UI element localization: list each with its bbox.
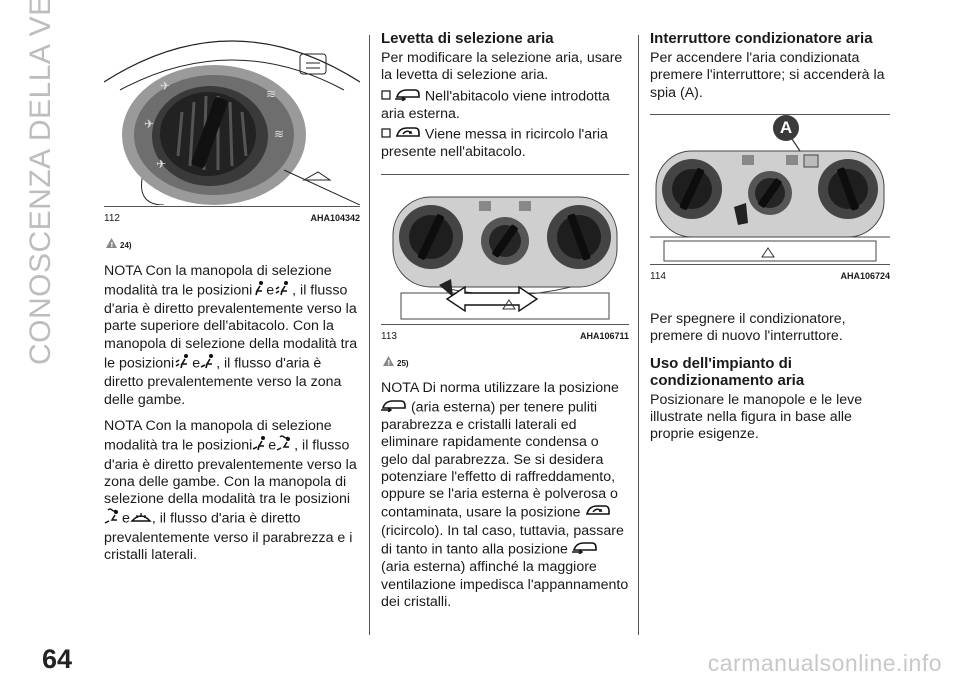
svg-text:✈: ✈ — [144, 117, 154, 131]
bullet-square-icon — [381, 88, 391, 105]
column-2: Levetta di selezione aria Per modificare… — [381, 30, 629, 620]
figure-number: 113 — [381, 330, 397, 342]
page-number: 64 — [42, 644, 73, 674]
paragraph-intro: Per modificare la selezione aria, usare … — [381, 50, 623, 84]
mode-face-icon — [252, 280, 266, 301]
figure-114: A 114 AHA106724 — [650, 113, 890, 285]
list-item-recirculation: Viene messa in ricircolo l'aria presente… — [381, 125, 608, 161]
paragraph-nota: NOTA Di norma utilizzare la posizione (a… — [381, 380, 629, 610]
air-lever-illustration — [381, 174, 629, 323]
column-1: ✈ ✈ ✈ ≋ ≋ 112 AHA104342 ! 24) NOTA Con la ma… — [104, 30, 360, 573]
warning-icon: ! — [106, 237, 117, 254]
column-divider-1 — [369, 35, 370, 635]
paragraph-ac-on: Per accendere l'aria condizionata premer… — [650, 50, 885, 101]
figure-code: AHA106724 — [840, 270, 890, 281]
warning-icon: ! — [383, 355, 394, 372]
list-item-fresh-air: Nell'abitacolo viene introdotta aria est… — [381, 87, 610, 122]
fresh-air-icon — [381, 398, 407, 417]
svg-text:≋: ≋ — [274, 127, 284, 141]
figure-112: ✈ ✈ ✈ ≋ ≋ 112 AHA104342 — [104, 30, 360, 227]
mode-feet-defrost-icon — [104, 508, 122, 529]
paragraph-ac-usage: Posizionare le manopole e le leve illust… — [650, 391, 863, 443]
mode-feet-icon — [200, 353, 216, 374]
side-section-title: CONOSCENZA DELLA VETTURA — [24, 0, 57, 365]
note-reference: ! 24) — [106, 237, 360, 254]
column-3: Interruttore condizionatore aria Per acc… — [650, 30, 890, 453]
recirculation-icon — [395, 125, 421, 144]
mode-feet-defrost-icon — [276, 435, 294, 456]
figure-number: 112 — [104, 213, 120, 224]
bullet-square-icon — [381, 126, 391, 143]
svg-text:≋: ≋ — [266, 87, 276, 101]
fresh-air-icon — [394, 87, 421, 106]
ac-switch-illustration: A — [650, 114, 890, 263]
mode-selector-illustration: ✈ ✈ ✈ ≋ ≋ — [104, 30, 360, 205]
heading-ac-usage: Uso dell'impianto di condizionamento ari… — [650, 354, 805, 389]
mode-feet-icon — [252, 435, 268, 456]
recirculation-icon — [585, 503, 611, 522]
paragraph-nota-1: NOTA Con la manopola di selezione modali… — [104, 262, 358, 408]
figure-code: AHA106711 — [579, 330, 629, 341]
mode-face-feet-icon — [274, 280, 292, 301]
note-reference: ! 25) — [383, 355, 629, 372]
watermark: carmanualsonline.info — [707, 650, 942, 676]
heading-ac-switch: Interruttore condizionatore aria — [650, 30, 873, 47]
fresh-air-icon — [571, 540, 598, 559]
figure-113: 113 AHA106711 — [381, 173, 629, 345]
paragraph-ac-off: Per spegnere il condizionatore, premere … — [650, 311, 846, 345]
column-divider-2 — [638, 35, 639, 635]
figure-number: 114 — [650, 270, 666, 282]
paragraph-nota-2: NOTA Con la manopola di selezione modali… — [104, 417, 357, 564]
svg-text:!: ! — [387, 359, 390, 366]
svg-text:!: ! — [110, 241, 113, 248]
figure-code: AHA104342 — [310, 213, 360, 223]
defrost-icon — [130, 509, 152, 528]
callout-badge-A: A — [773, 114, 799, 141]
heading-air-selector: Levetta di selezione aria — [381, 30, 554, 47]
svg-text:✈: ✈ — [156, 157, 166, 171]
svg-text:✈: ✈ — [160, 79, 170, 93]
mode-face-feet-icon — [174, 353, 192, 374]
